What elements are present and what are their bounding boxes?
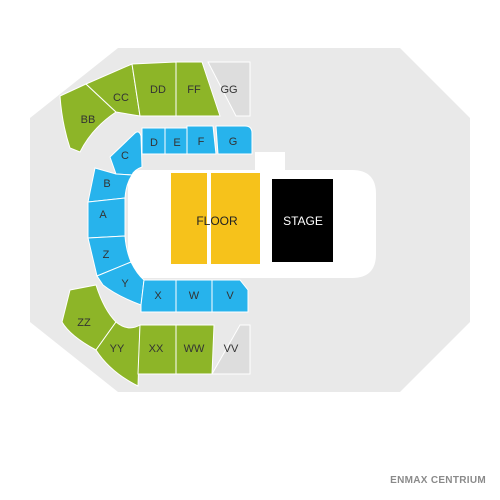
stage-label: STAGE	[283, 214, 323, 228]
stage-block	[272, 179, 333, 262]
stage: STAGE	[272, 179, 333, 262]
floor-block-left	[171, 173, 207, 264]
section-A[interactable]	[87, 197, 126, 239]
section-W[interactable]	[175, 279, 213, 313]
section-GG[interactable]	[207, 61, 251, 117]
corridor-area	[255, 152, 285, 172]
section-G[interactable]	[215, 125, 253, 155]
section-BB[interactable]	[59, 83, 117, 153]
section-XX[interactable]	[137, 324, 177, 375]
upper-bowl	[59, 61, 251, 387]
section-D[interactable]	[141, 127, 166, 155]
section-VV[interactable]	[211, 324, 251, 375]
section-DD[interactable]	[131, 61, 177, 117]
floor-section[interactable]: FLOOR	[171, 173, 260, 264]
venue-name: ENMAX CENTRIUM	[390, 475, 486, 486]
floor-block-right	[211, 173, 260, 264]
section-F[interactable]	[186, 125, 217, 155]
section-FF[interactable]	[175, 61, 221, 117]
section-WW[interactable]	[175, 324, 215, 375]
section-V[interactable]	[211, 279, 249, 313]
section-X[interactable]	[140, 279, 177, 313]
floor-label: FLOOR	[196, 214, 238, 228]
section-E[interactable]	[164, 127, 188, 155]
lower-bowl	[87, 125, 253, 313]
section-C[interactable]	[109, 131, 143, 176]
